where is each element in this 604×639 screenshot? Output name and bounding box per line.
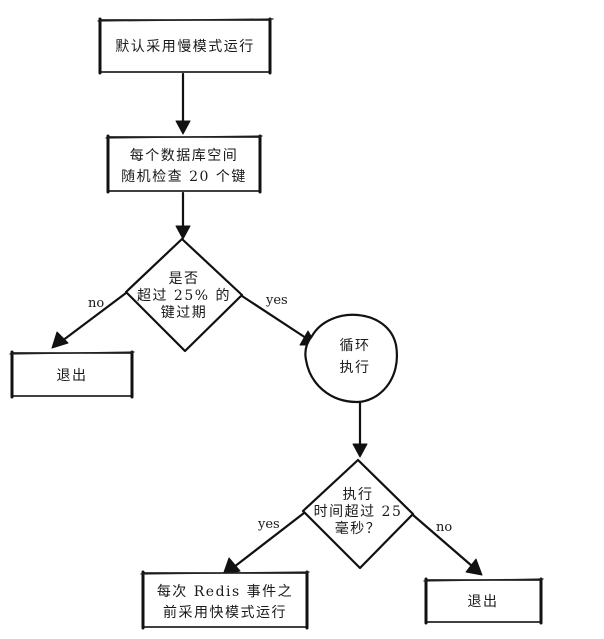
decision1-no-label: no — [88, 296, 104, 311]
decision2-no-label: no — [436, 520, 452, 535]
arrow-decision2-yes: yes — [222, 511, 306, 576]
arrow-check-to-decision1 — [175, 191, 191, 240]
start-box-label: 默认采用慢模式运行 — [115, 38, 255, 55]
loop-circle: 循环 执行 — [304, 313, 399, 404]
fast-mode-line1: 每次 Redis 事件之 — [157, 584, 293, 600]
fast-mode-box: 每次 Redis 事件之 前采用快模式运行 — [140, 570, 310, 630]
decision2-line2: 时间超过 25 — [314, 504, 403, 520]
arrow-start-to-check — [175, 72, 191, 135]
arrow-decision1-no: no — [51, 291, 128, 349]
decision1-diamond: 是否 超过 25% 的 键过期 — [124, 237, 244, 353]
decision2-diamond: 执行 时间超过 25 毫秒？ — [301, 458, 415, 570]
decision1-yes-label: yes — [265, 293, 288, 308]
decision2-yes-label: yes — [257, 517, 280, 532]
arrow-decision1-yes: yes — [240, 293, 317, 346]
loop-line2: 执行 — [340, 360, 371, 376]
decision1-line3: 键过期 — [161, 305, 208, 321]
decision2-line3: 毫秒？ — [335, 520, 382, 537]
arrow-decision2-no: no — [411, 513, 483, 576]
exit2-label: 退出 — [468, 594, 499, 610]
start-box: 默认采用慢模式运行 — [97, 17, 274, 75]
exit1-label: 退出 — [57, 368, 88, 384]
check-box-line1: 每个数据库空间 — [130, 148, 239, 164]
fast-mode-line2: 前采用快模式运行 — [163, 604, 287, 621]
decision2-line1: 执行 — [343, 487, 374, 503]
loop-line1: 循环 — [340, 338, 371, 354]
decision1-line2: 超过 25% 的 — [137, 288, 231, 304]
exit1-box: 退出 — [9, 350, 135, 399]
check-box-line2: 随机检查 20 个键 — [121, 169, 247, 185]
arrow-loop-to-decision2 — [352, 401, 368, 458]
exit2-box: 退出 — [423, 577, 544, 625]
check-box: 每个数据库空间 随机检查 20 个键 — [105, 134, 263, 194]
decision1-line1: 是否 — [169, 271, 200, 287]
